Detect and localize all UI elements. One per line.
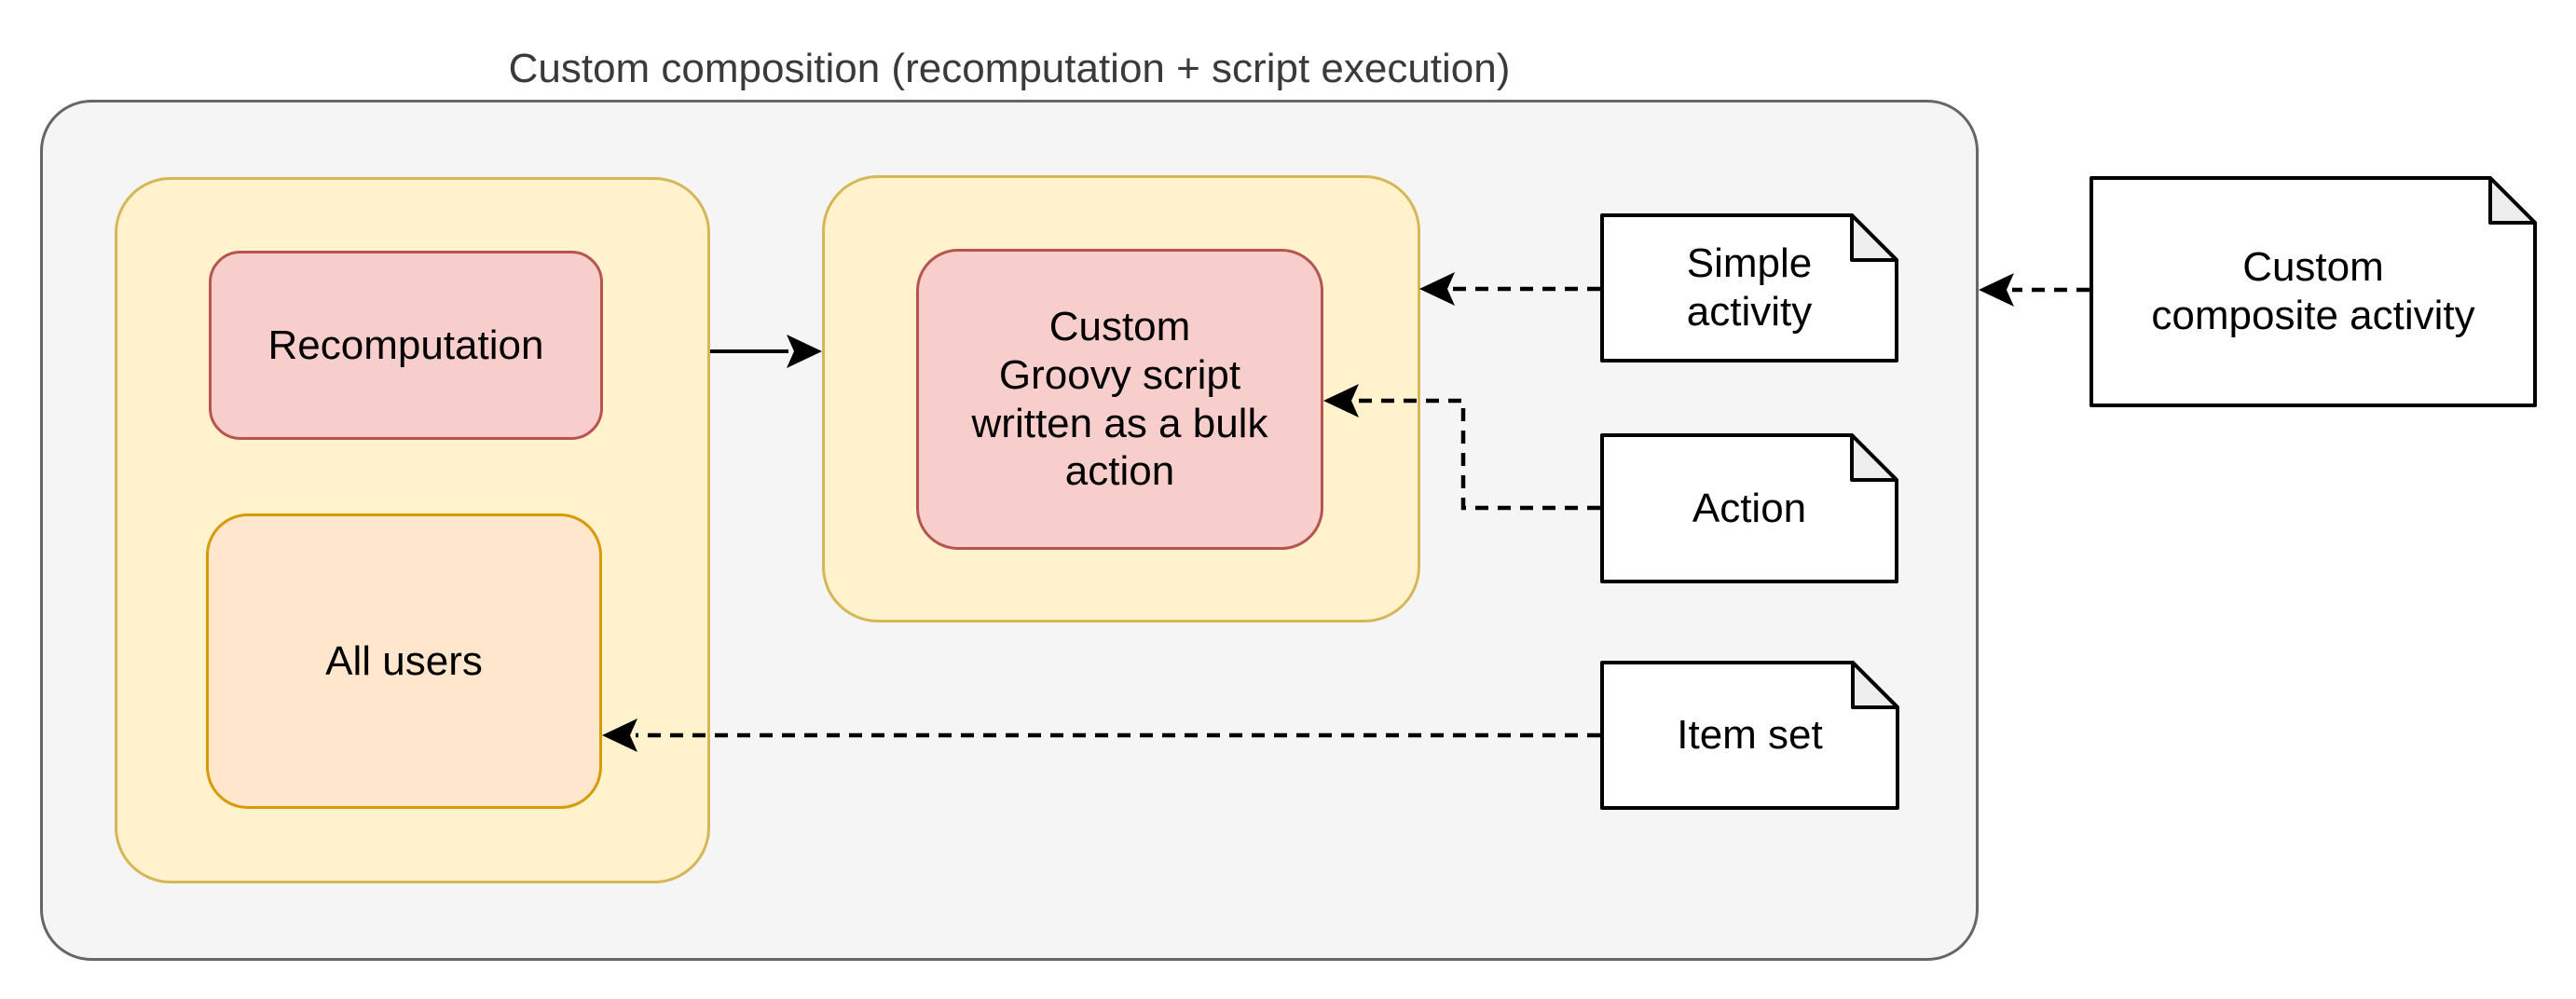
groovy-script-label: Custom Groovy script written as a bulk a… xyxy=(971,303,1268,495)
action-note: Action xyxy=(1600,433,1898,583)
simple-activity-label: Simple activity xyxy=(1686,240,1813,335)
recomputation-node: Recomputation xyxy=(209,251,603,440)
note-shape xyxy=(1600,661,1899,810)
folded-corner-icon xyxy=(1850,433,1898,482)
folded-corner-icon xyxy=(1851,661,1899,709)
note-shape xyxy=(1600,213,1898,363)
folded-corner-icon xyxy=(2488,176,2537,225)
all-users-label: All users xyxy=(325,637,483,684)
all-users-node: All users xyxy=(206,513,602,809)
simple-activity-note: Simple activity xyxy=(1600,213,1898,363)
folded-corner-icon xyxy=(1850,213,1898,262)
item-set-label: Item set xyxy=(1677,712,1823,759)
diagram-title: Custom composition (recomputation + scri… xyxy=(508,46,1511,91)
custom-composite-note: Custom composite activity xyxy=(2090,176,2537,407)
recomputation-label: Recomputation xyxy=(267,322,544,368)
custom-composite-label: Custom composite activity xyxy=(2151,244,2475,338)
item-set-note: Item set xyxy=(1600,661,1899,810)
groovy-script-node: Custom Groovy script written as a bulk a… xyxy=(916,249,1323,550)
arrow-custom-composite-to-composition xyxy=(1979,273,2090,307)
note-shape xyxy=(1600,433,1898,583)
action-label: Action xyxy=(1692,485,1807,531)
note-shape xyxy=(2090,176,2537,407)
